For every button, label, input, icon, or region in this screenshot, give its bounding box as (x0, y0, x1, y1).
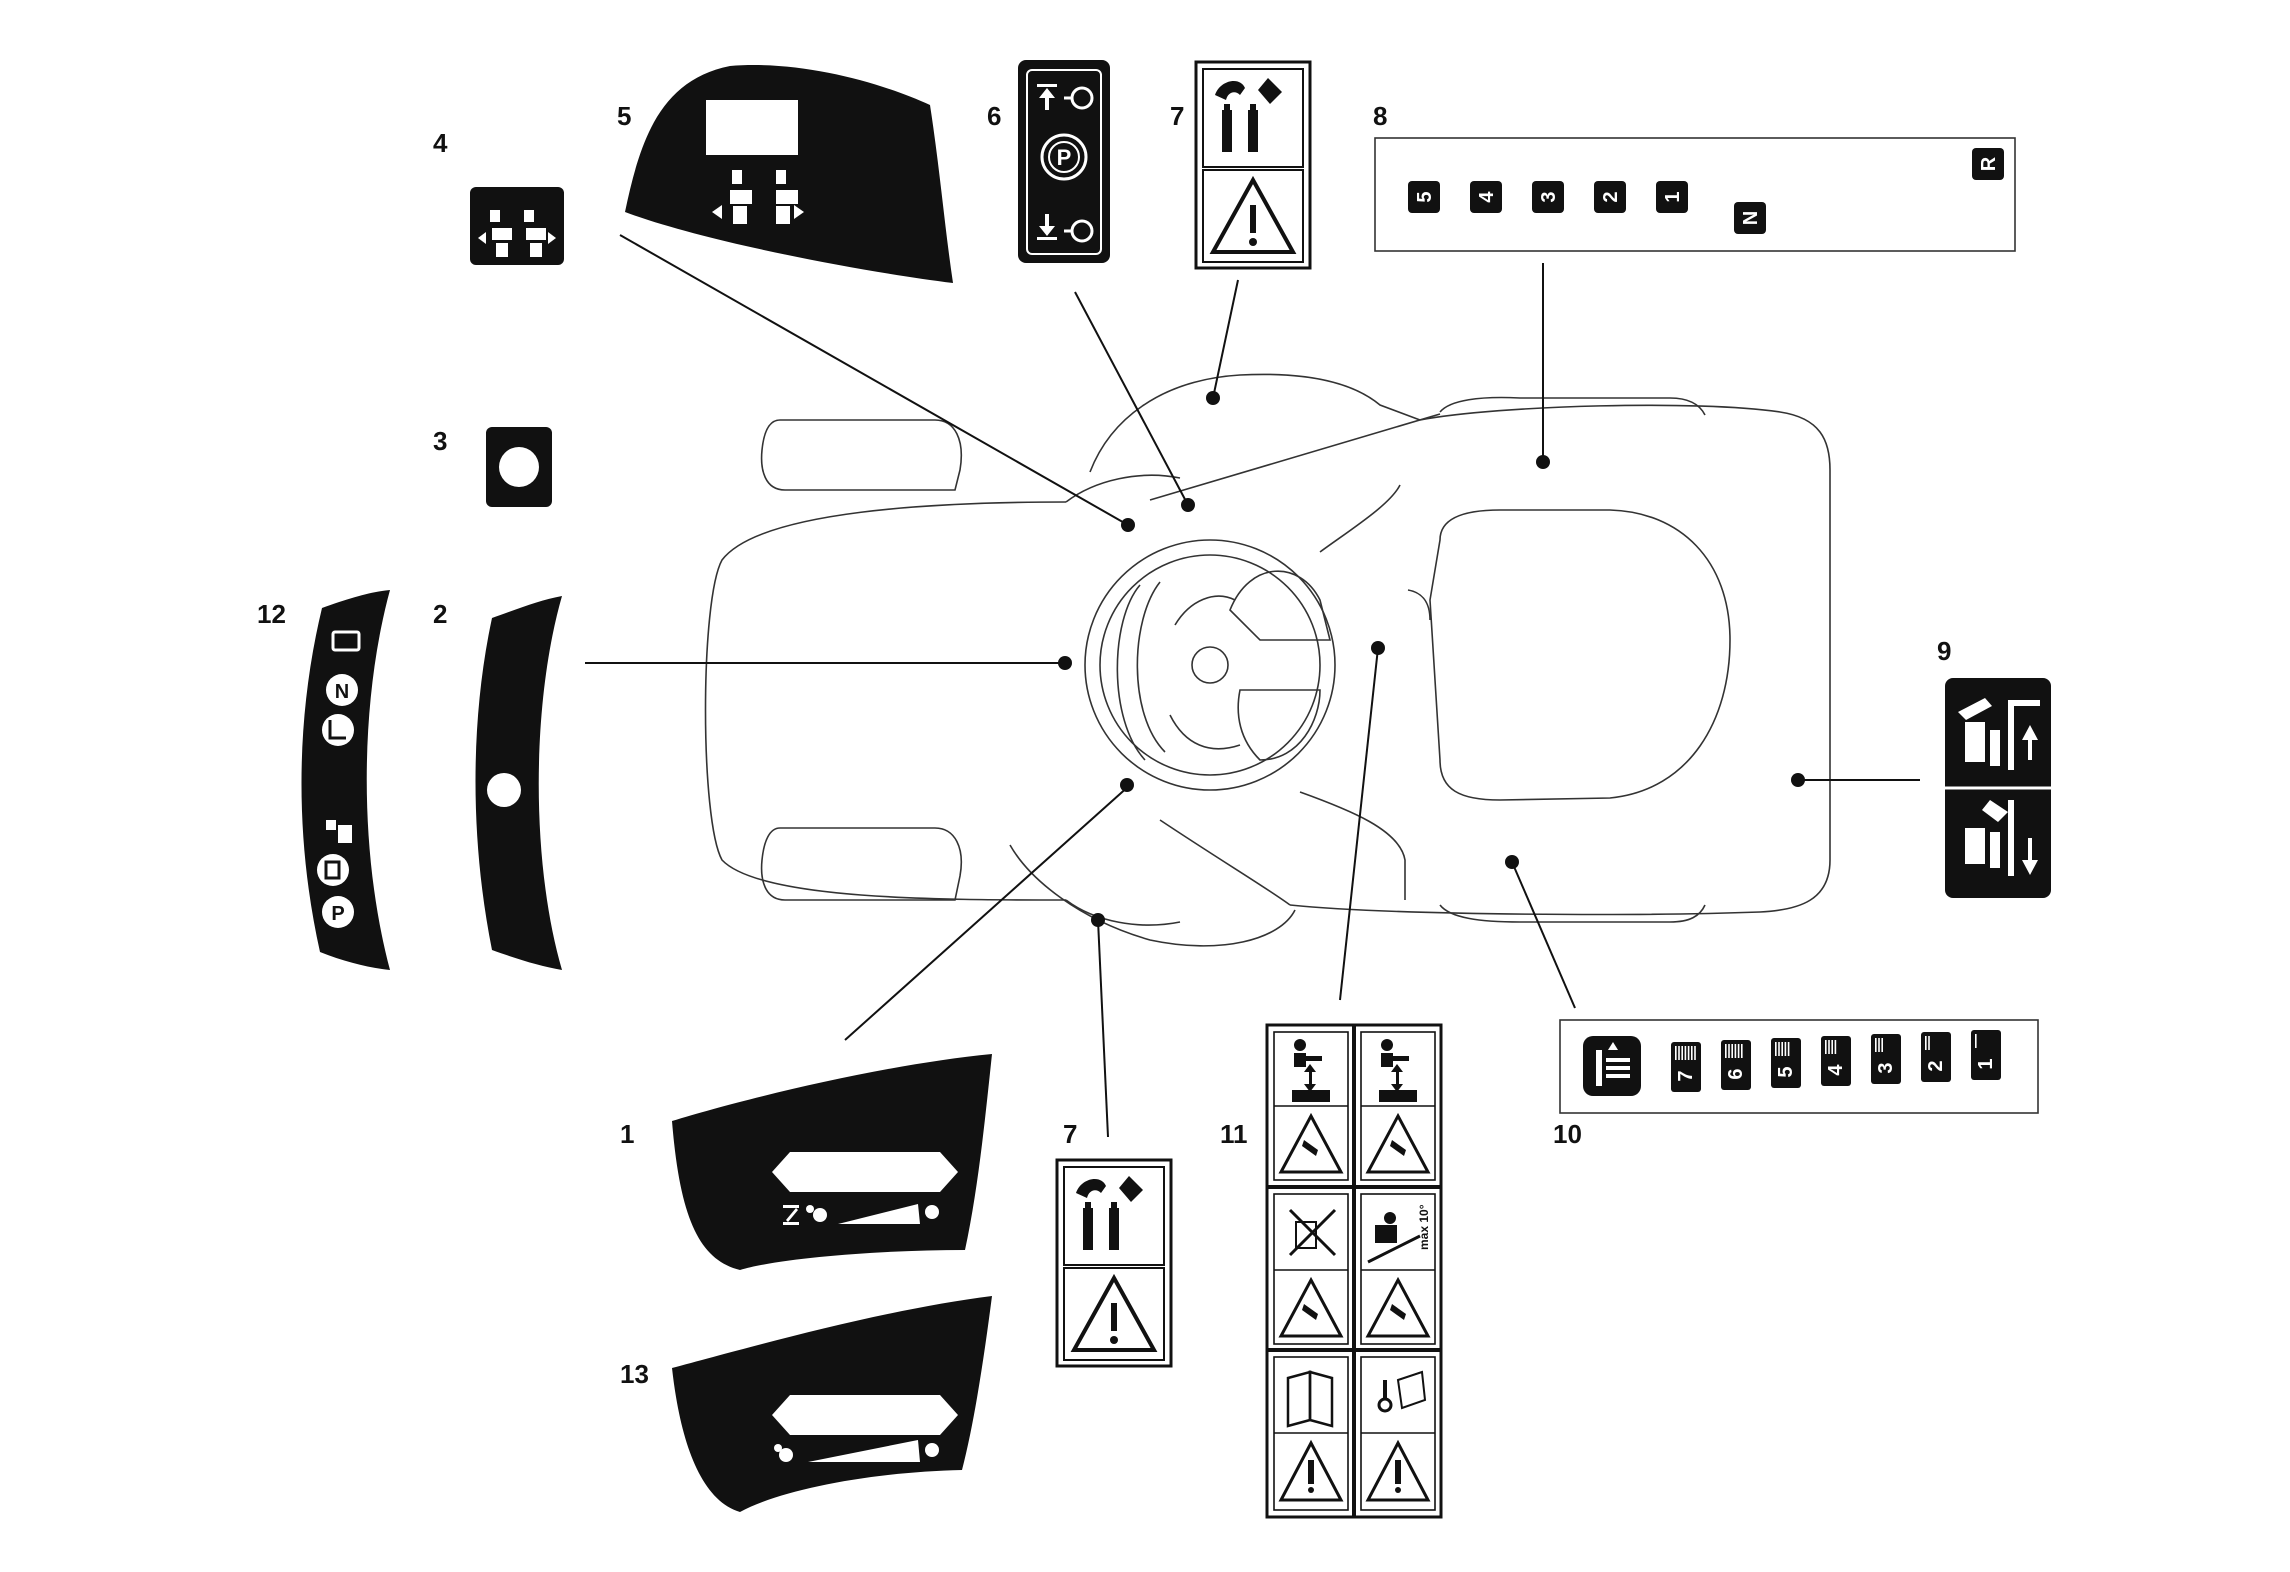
callout-8: 8 (1373, 101, 1387, 131)
decal-13 (672, 1296, 992, 1512)
height-position-7: 7 (1671, 1042, 1701, 1092)
svg-text:7: 7 (1675, 1070, 1697, 1081)
speed-icon (783, 1205, 939, 1225)
warning-triangle-icon (1070, 1273, 1158, 1352)
neutral-icon: N (326, 674, 358, 706)
svg-text:4: 4 (1476, 191, 1498, 203)
arrow-down-icon (1037, 214, 1057, 240)
neutral-symbol: N (335, 681, 349, 703)
svg-text:2: 2 (1600, 191, 1622, 202)
height-position-5: 5 (1771, 1038, 1801, 1088)
pedal-icon-bottom (1064, 219, 1094, 243)
decal-3 (486, 427, 552, 507)
battery-icon (331, 630, 361, 652)
svg-text:1: 1 (1975, 1058, 1997, 1069)
warning-triangle-icon (1209, 175, 1297, 254)
svg-text:4: 4 (1825, 1064, 1847, 1076)
gear-4: 4 (1470, 181, 1502, 213)
key-icon (1377, 1370, 1427, 1413)
height-position-3: 3 (1871, 1034, 1901, 1084)
callout-numbers: 4 5 6 7 8 3 12 2 9 1 7 11 10 13 (257, 101, 1951, 1389)
svg-text:2: 2 (1925, 1060, 1947, 1071)
decal-4 (470, 187, 564, 265)
decal-5 (625, 64, 953, 283)
park-symbol: P (331, 903, 344, 925)
svg-text:5: 5 (1775, 1066, 1797, 1077)
svg-text:5: 5 (1414, 191, 1436, 202)
decal-2 (475, 596, 562, 970)
speed-icon (774, 1443, 939, 1462)
mow-icon (326, 820, 352, 843)
leader-lines (585, 234, 1920, 1138)
decal-7-top (1194, 60, 1312, 270)
svg-text:3: 3 (1875, 1062, 1897, 1073)
svg-text:R: R (1978, 156, 2000, 171)
slope-max-text: max 10° (1417, 1204, 1431, 1250)
gear-reverse: R (1972, 148, 2004, 180)
height-position-4: 4 (1821, 1036, 1851, 1086)
callout-2: 2 (433, 599, 447, 629)
pedal-icon-top (1064, 86, 1094, 110)
parking-brake-symbol: P (1057, 145, 1072, 170)
callout-5: 5 (617, 101, 631, 131)
height-position-6: 6 (1721, 1040, 1751, 1090)
callout-1: 1 (620, 1119, 634, 1149)
manual-icon (1286, 1370, 1334, 1428)
callout-13: 13 (620, 1359, 649, 1389)
decal-6-parking-brake: P (1018, 60, 1110, 263)
callout-4: 4 (433, 128, 448, 158)
svg-text:3: 3 (1538, 191, 1560, 202)
park-icon: P (322, 896, 354, 928)
lift-lever-icon-up (1958, 698, 2040, 770)
slope-icon: max 10° (1367, 1204, 1431, 1264)
decal-10-cutting-height: 7 6 5 4 3 2 1 (1559, 1019, 2039, 1114)
lever-icon (1215, 78, 1282, 152)
callout-6: 6 (987, 101, 1001, 131)
lift-lever-icon-down (1965, 800, 2038, 876)
mower-outline (704, 373, 1831, 947)
distance-icon (1292, 1039, 1417, 1102)
leader-dots (1058, 391, 1805, 927)
gear-neutral: N (1734, 202, 1766, 234)
callout-7-bottom: 7 (1063, 1119, 1077, 1149)
gear-5: 5 (1408, 181, 1440, 213)
warning-triangle-icon (1278, 1112, 1431, 1502)
decal-7-bottom (1055, 1158, 1173, 1368)
decal-12-dash-panel: N P (301, 590, 390, 970)
callout-12: 12 (257, 599, 286, 629)
height-position-2: 2 (1921, 1032, 1951, 1082)
svg-text:6: 6 (1725, 1068, 1747, 1079)
svg-text:1: 1 (1662, 191, 1684, 202)
gear-3: 3 (1532, 181, 1564, 213)
decal-9-lift-lever (1945, 678, 2051, 898)
lever-icon (1076, 1176, 1143, 1250)
decal-8-gear-selector: 5 4 3 2 1N R (1374, 137, 2016, 252)
callout-3: 3 (433, 426, 447, 456)
height-position-1: 1 (1971, 1030, 2001, 1080)
decal-1 (672, 1054, 992, 1270)
callout-7-top: 7 (1170, 101, 1184, 131)
svg-text:N: N (1740, 211, 1762, 225)
parking-brake-icon: P (1040, 133, 1088, 181)
gear-1: 1 (1656, 181, 1688, 213)
seat-icon (322, 714, 354, 746)
decal-11-safety: max 10° (1265, 1023, 1443, 1519)
gear-2: 2 (1594, 181, 1626, 213)
callout-10: 10 (1553, 1119, 1582, 1149)
callout-9: 9 (1937, 636, 1951, 666)
fuel-icon (317, 854, 349, 886)
callout-11: 11 (1220, 1119, 1248, 1149)
no-passenger-icon (1288, 1208, 1337, 1257)
arrow-up-icon (1037, 84, 1057, 110)
height-adjust-icon (1583, 1036, 1641, 1096)
